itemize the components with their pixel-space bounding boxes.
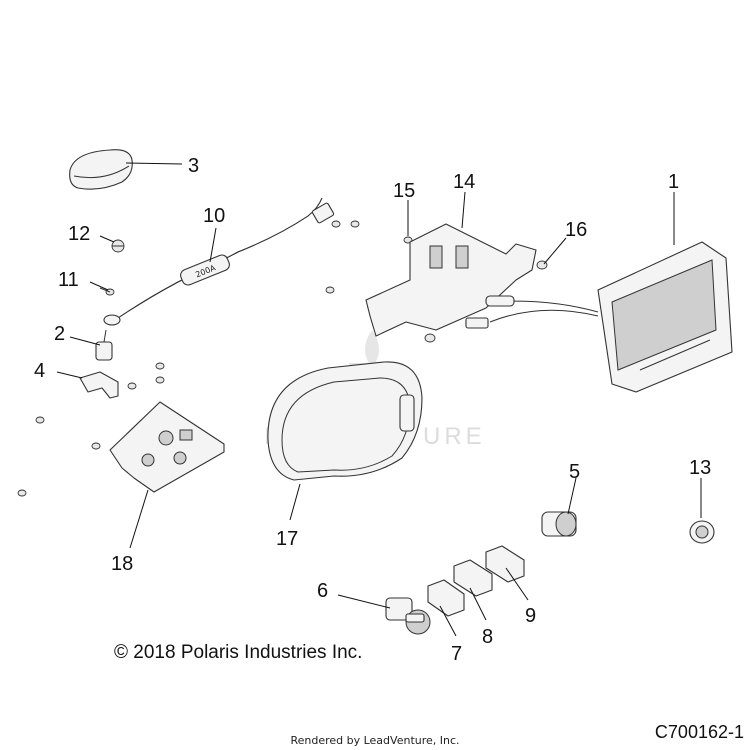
callout-2: 2	[54, 323, 65, 345]
part-7-switch	[427, 579, 465, 617]
callout-3: 3	[188, 155, 199, 177]
callout-11: 11	[58, 269, 79, 291]
rendered-by: Rendered by LeadVenture, Inc.	[290, 734, 460, 747]
callout-5: 5	[569, 461, 580, 483]
callout-18: 18	[111, 553, 133, 575]
part-5-socket	[541, 511, 577, 537]
fasteners	[17, 220, 548, 497]
callout-15: 15	[393, 180, 415, 202]
display-cables	[465, 295, 599, 329]
part-8-switch	[453, 559, 493, 597]
callout-4: 4	[34, 360, 45, 382]
callout-16: 16	[565, 219, 587, 241]
part-14-bracket	[365, 223, 537, 337]
callout-8: 8	[482, 626, 493, 648]
part-1-display	[597, 241, 733, 393]
copyright-notice: © 2018 Polaris Industries Inc.	[114, 642, 363, 663]
part-17-cluster	[267, 361, 423, 481]
part-9-switch	[485, 545, 525, 583]
callout-17: 17	[276, 528, 298, 550]
callout-9: 9	[525, 605, 536, 627]
callout-14: 14	[453, 171, 475, 193]
callout-7: 7	[451, 643, 462, 665]
callout-12: 12	[68, 223, 90, 245]
part-6-keyswitch	[385, 597, 431, 635]
callout-1: 1	[668, 171, 679, 193]
callout-6: 6	[317, 580, 328, 602]
part-4-bracket	[79, 371, 119, 399]
leader-lines	[56, 162, 702, 637]
diagram-id: C700162-1	[654, 722, 744, 742]
part-13-plug	[689, 520, 715, 544]
part-18-plate	[109, 401, 225, 493]
part-10-cable: 200A	[103, 197, 335, 326]
callouts: 3 1 2 4 5 6 7 8 9 10 11 12 13 14 15 16 1…	[34, 155, 711, 665]
part-3-cap	[69, 149, 133, 190]
callout-10: 10	[203, 205, 225, 227]
callout-13: 13	[689, 457, 711, 479]
part-2-stud	[95, 329, 113, 361]
